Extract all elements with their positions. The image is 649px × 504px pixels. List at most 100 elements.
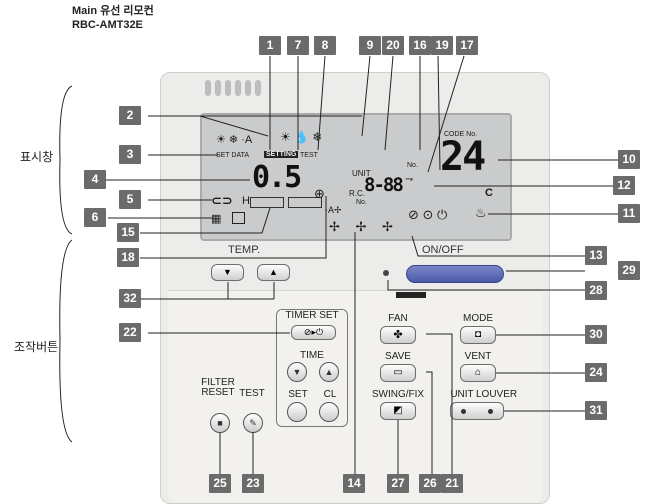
- callout-9: 9: [359, 36, 381, 55]
- title-line-1: Main 유선 리모컨: [72, 5, 154, 17]
- callout-4: 4: [84, 170, 106, 189]
- set-button[interactable]: [287, 402, 307, 422]
- lcd-display: [200, 113, 512, 241]
- callout-17: 17: [456, 36, 478, 55]
- lcd-set-data: SET DATA: [216, 152, 250, 159]
- time-label: TIME: [300, 350, 324, 361]
- title-model: RBC-AMT32E: [72, 19, 143, 31]
- lcd-grid-icon: ▦: [211, 213, 222, 225]
- bracket-buttons: [59, 239, 73, 443]
- callout-16: 16: [409, 36, 431, 55]
- callout-12: 12: [613, 176, 635, 195]
- time-up-button[interactable]: ▲: [319, 362, 339, 382]
- operation-lamp: [383, 270, 389, 276]
- swing-fix-button[interactable]: ◩: [380, 402, 416, 420]
- lcd-setting-badge: SETTING: [264, 151, 299, 158]
- callout-22: 22: [119, 323, 141, 342]
- time-down-button[interactable]: ▼: [287, 362, 307, 382]
- filter-label-2: RESET: [201, 387, 235, 398]
- swing-fix-label: SWING/FIX: [371, 389, 425, 400]
- callout-21: 21: [441, 474, 463, 493]
- save-label: SAVE: [385, 351, 411, 362]
- callout-13: 13: [585, 246, 607, 265]
- timer-set-label: TIMER SET: [280, 310, 344, 321]
- cl-button[interactable]: [319, 402, 339, 422]
- callout-29: 29: [618, 261, 640, 280]
- lcd-c-unit: C: [485, 187, 493, 199]
- callout-14: 14: [343, 474, 365, 493]
- unit-label: UNIT: [450, 389, 474, 400]
- lcd-plus-icon: ⊕: [314, 186, 325, 201]
- lcd-h-label: H: [242, 195, 250, 207]
- callout-27: 27: [387, 474, 409, 493]
- vent-button[interactable]: ⌂: [460, 364, 496, 382]
- lcd-timer-box-2: [288, 197, 322, 208]
- lcd-heater-icon: ♨: [475, 205, 487, 220]
- callout-25: 25: [209, 474, 231, 493]
- callout-5: 5: [119, 190, 141, 209]
- lcd-sun-icon: ☀ 💧 ❄: [280, 130, 323, 144]
- lcd-unit-digits: 8-88: [364, 174, 404, 196]
- lcd-code-digits: 24: [440, 134, 486, 180]
- lcd-stop-icons: ⊘ ⊙ ⏻: [408, 207, 448, 222]
- lcd-filter-icon: ⊂⊃: [211, 193, 233, 208]
- fan-label: FAN: [388, 313, 408, 324]
- save-button[interactable]: ▭: [380, 364, 416, 382]
- lcd-temp-digits: 0.5: [252, 160, 302, 195]
- timer-set-button[interactable]: ⊘▸⏻: [291, 325, 336, 340]
- callout-31: 31: [585, 401, 607, 420]
- temp-label: TEMP.: [228, 244, 261, 256]
- callout-32: 32: [119, 289, 141, 308]
- on-off-button[interactable]: [406, 265, 504, 283]
- callout-10: 10: [618, 150, 640, 169]
- lcd-auto-swing-icon: ·A✢: [325, 205, 342, 215]
- lcd-wrench-icon: [232, 212, 245, 224]
- lcd-code-no: CODE No.: [444, 131, 478, 138]
- test-label: TEST: [239, 388, 265, 399]
- side-label-display: 표시창: [20, 150, 54, 164]
- temp-up-button[interactable]: ▲: [257, 264, 290, 281]
- on-off-label: ON/OFF: [422, 244, 464, 256]
- vent-label: VENT: [464, 351, 492, 362]
- callout-2: 2: [119, 106, 141, 125]
- bracket-display: [59, 85, 73, 235]
- lcd-rc: R.C.: [349, 189, 365, 198]
- mode-button[interactable]: ◘: [460, 326, 496, 344]
- lcd-louver-fans: ✢ ✢ ✢: [329, 219, 399, 234]
- cl-label: CL: [323, 389, 337, 400]
- callout-3: 3: [119, 145, 141, 164]
- mode-label: MODE: [463, 313, 493, 324]
- callout-11: 11: [618, 204, 640, 223]
- lcd-no: No.: [407, 162, 418, 169]
- lcd-unit: UNIT: [352, 169, 371, 178]
- filter-label-1: FILTER: [201, 377, 235, 388]
- lcd-test: TEST: [300, 152, 318, 159]
- callout-18: 18: [117, 248, 139, 267]
- lcd-preheat-icon: ⇁: [405, 174, 414, 185]
- callout-19: 19: [431, 36, 453, 55]
- callout-15: 15: [117, 223, 139, 242]
- set-label: SET: [288, 389, 308, 400]
- callout-20: 20: [382, 36, 404, 55]
- callout-8: 8: [314, 36, 336, 55]
- callout-26: 26: [419, 474, 441, 493]
- callout-6: 6: [84, 208, 106, 227]
- test-button[interactable]: ✎: [243, 413, 263, 433]
- callout-23: 23: [242, 474, 264, 493]
- unit-louver-button[interactable]: [450, 402, 504, 420]
- timer-group-frame: [276, 309, 348, 427]
- callout-1: 1: [259, 36, 281, 55]
- callout-30: 30: [585, 325, 607, 344]
- callout-28: 28: [585, 281, 607, 300]
- callout-7: 7: [287, 36, 309, 55]
- fan-button[interactable]: ✤: [380, 326, 416, 344]
- louver-label: LOUVER: [476, 389, 518, 400]
- callout-24: 24: [585, 363, 607, 382]
- temp-down-button[interactable]: ▼: [211, 264, 244, 281]
- lcd-no-2: No.: [356, 199, 367, 206]
- vent-slots: [205, 80, 265, 96]
- panel-hinge: [396, 292, 426, 298]
- side-label-buttons: 조작버튼: [14, 340, 59, 354]
- lcd-timer-box-1: [250, 197, 284, 208]
